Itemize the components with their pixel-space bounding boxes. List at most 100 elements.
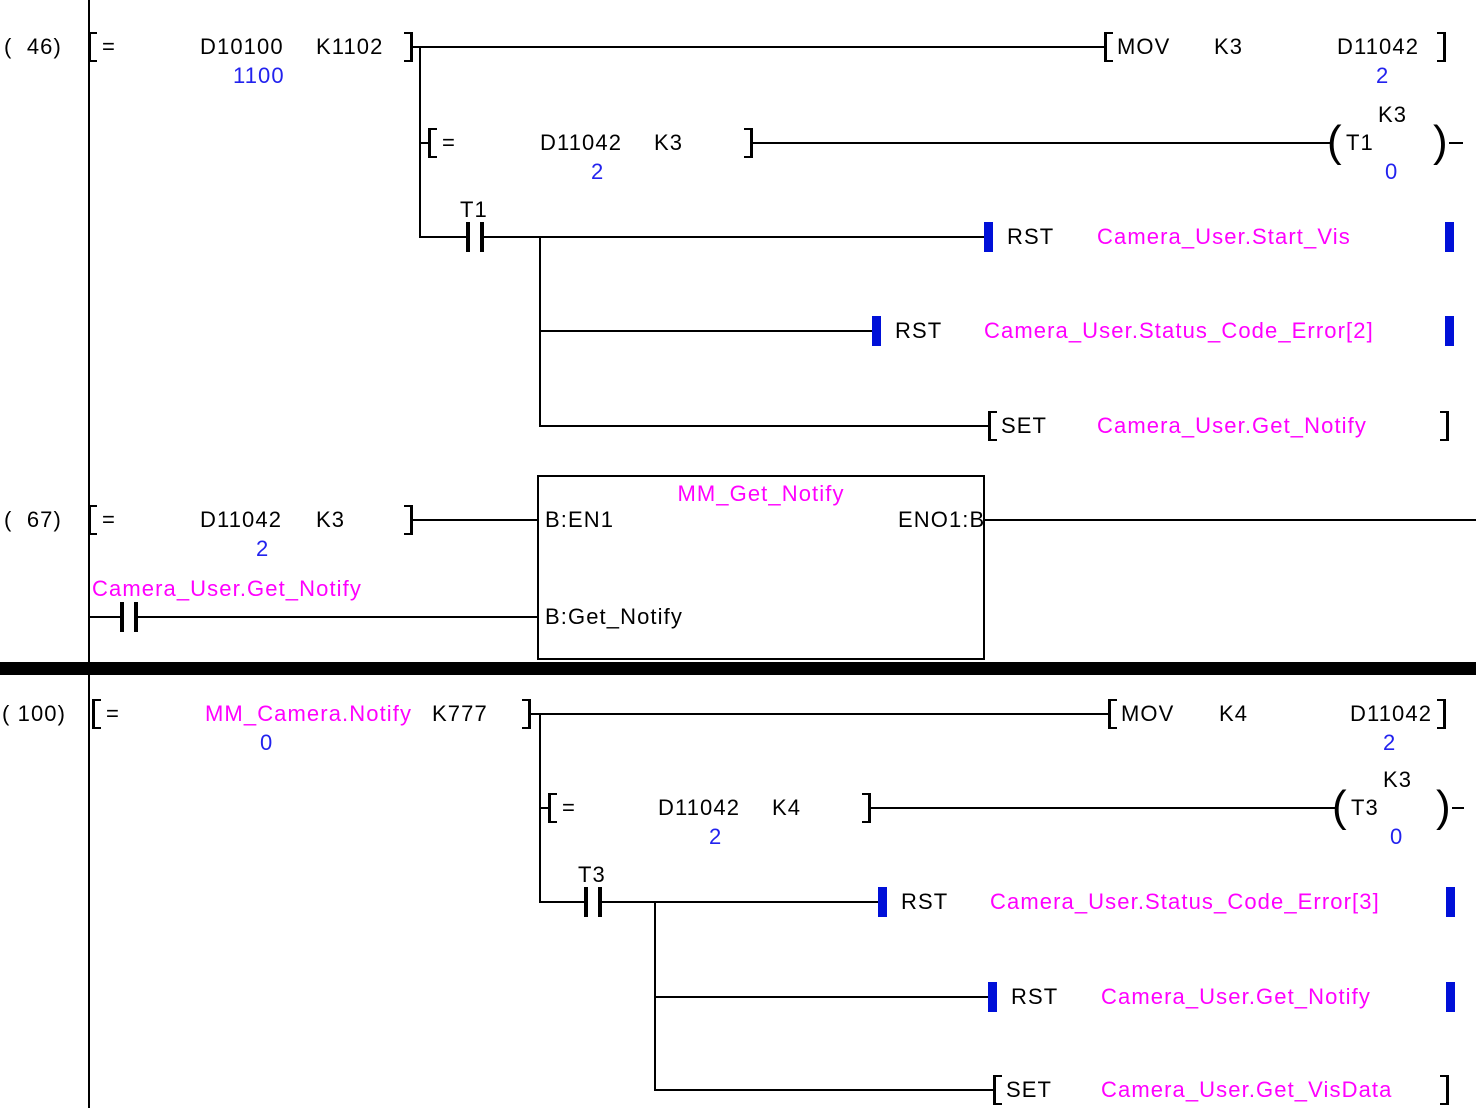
rst-bracket-left-energized[interactable] bbox=[878, 887, 887, 917]
cmp-operator[interactable]: = bbox=[102, 34, 116, 59]
set-bracket-left[interactable] bbox=[993, 1075, 1002, 1105]
wire bbox=[985, 519, 1476, 521]
coil-paren-left[interactable]: ( bbox=[1327, 117, 1342, 166]
function-block-title: MM_Get_Notify bbox=[677, 481, 845, 506]
rst-device[interactable]: Camera_User.Status_Code_Error[2] bbox=[984, 318, 1374, 343]
mov-source[interactable]: K3 bbox=[1214, 34, 1244, 59]
fb-input-en[interactable]: B:EN1 bbox=[545, 507, 615, 532]
wire bbox=[753, 142, 1333, 144]
coil-paren-left[interactable]: ( bbox=[1332, 782, 1347, 831]
no-contact-get-notify[interactable] bbox=[120, 602, 138, 632]
cmp-bracket-left[interactable] bbox=[92, 699, 101, 729]
wire bbox=[539, 425, 988, 427]
wire bbox=[413, 519, 537, 521]
wire bbox=[419, 142, 430, 144]
cmp-operand2[interactable]: K3 bbox=[316, 507, 346, 532]
wire-branch bbox=[539, 237, 541, 427]
cmp-bracket-right[interactable] bbox=[744, 128, 753, 158]
monitor-value: 0 bbox=[1385, 159, 1399, 184]
cmp-bracket-right[interactable] bbox=[862, 793, 871, 823]
mov-instruction[interactable]: MOV bbox=[1121, 701, 1175, 726]
monitor-value: 1100 bbox=[233, 63, 285, 88]
cmp-operator[interactable]: = bbox=[106, 701, 120, 726]
fb-output-eno[interactable]: ENO1:B bbox=[898, 507, 986, 532]
wire bbox=[871, 807, 1338, 809]
timer-preset: K3 bbox=[1383, 767, 1413, 792]
cmp-bracket-left[interactable] bbox=[88, 32, 97, 62]
rst-instruction[interactable]: RST bbox=[1007, 224, 1055, 249]
cmp-bracket-left[interactable] bbox=[88, 505, 97, 535]
mov-dest[interactable]: D11042 bbox=[1350, 701, 1433, 726]
timer-preset: K3 bbox=[1378, 102, 1408, 127]
mov-bracket-left[interactable] bbox=[1108, 699, 1117, 729]
cmp-operand2[interactable]: K1102 bbox=[316, 34, 384, 59]
coil-paren-right[interactable]: ) bbox=[1433, 117, 1448, 166]
rung100-step-number: ( 100) bbox=[2, 701, 67, 726]
wire bbox=[484, 236, 984, 238]
rst-device[interactable]: Camera_User.Start_Vis bbox=[1097, 224, 1351, 249]
rst-bracket-right-energized[interactable] bbox=[1446, 887, 1455, 917]
set-instruction[interactable]: SET bbox=[1001, 413, 1048, 438]
rst-instruction[interactable]: RST bbox=[1011, 984, 1059, 1009]
set-bracket-right[interactable] bbox=[1440, 411, 1449, 441]
monitor-value: 0 bbox=[1390, 824, 1404, 849]
cmp-bracket-right[interactable] bbox=[522, 699, 531, 729]
wire bbox=[539, 807, 550, 809]
rst-bracket-right-energized[interactable] bbox=[1446, 982, 1455, 1012]
mov-bracket-left[interactable] bbox=[1104, 32, 1113, 62]
rst-bracket-right-energized[interactable] bbox=[1445, 316, 1454, 346]
contact-label: T3 bbox=[578, 862, 606, 887]
section-divider-bar bbox=[0, 662, 1476, 675]
cmp-operator[interactable]: = bbox=[442, 130, 456, 155]
cmp-bracket-left[interactable] bbox=[548, 793, 557, 823]
timer-coil-name[interactable]: T3 bbox=[1351, 795, 1379, 820]
mov-source[interactable]: K4 bbox=[1219, 701, 1249, 726]
wire bbox=[138, 616, 537, 618]
monitor-value: 2 bbox=[1376, 63, 1390, 88]
wire bbox=[602, 901, 880, 903]
cmp-bracket-left[interactable] bbox=[428, 128, 437, 158]
cmp-operand1[interactable]: D11042 bbox=[658, 795, 741, 820]
wire bbox=[413, 46, 1105, 48]
timer-coil-name[interactable]: T1 bbox=[1346, 130, 1374, 155]
monitor-value: 0 bbox=[260, 730, 274, 755]
rst-instruction[interactable]: RST bbox=[901, 889, 949, 914]
rst-bracket-left-energized[interactable] bbox=[984, 222, 993, 252]
set-device[interactable]: Camera_User.Get_Notify bbox=[1097, 413, 1367, 438]
rst-instruction[interactable]: RST bbox=[895, 318, 943, 343]
power-rail-left-top bbox=[88, 0, 90, 662]
mov-dest[interactable]: D11042 bbox=[1337, 34, 1420, 59]
coil-paren-right[interactable]: ) bbox=[1436, 782, 1451, 831]
wire bbox=[539, 330, 874, 332]
cmp-operand2[interactable]: K777 bbox=[432, 701, 488, 726]
rst-bracket-left-energized[interactable] bbox=[872, 316, 881, 346]
cmp-operand1[interactable]: D10100 bbox=[200, 34, 284, 59]
cmp-bracket-right[interactable] bbox=[404, 32, 413, 62]
cmp-operator[interactable]: = bbox=[562, 795, 576, 820]
cmp-operand2[interactable]: K3 bbox=[654, 130, 684, 155]
set-bracket-right[interactable] bbox=[1440, 1075, 1449, 1105]
cmp-operand1[interactable]: D11042 bbox=[200, 507, 283, 532]
rst-device[interactable]: Camera_User.Status_Code_Error[3] bbox=[990, 889, 1380, 914]
no-contact-t1[interactable] bbox=[466, 222, 484, 252]
function-block-mm-get-notify[interactable] bbox=[537, 475, 985, 660]
set-bracket-left[interactable] bbox=[988, 411, 997, 441]
mov-instruction[interactable]: MOV bbox=[1117, 34, 1171, 59]
monitor-value: 2 bbox=[1383, 730, 1397, 755]
rst-bracket-left-energized[interactable] bbox=[988, 982, 997, 1012]
mov-bracket-right[interactable] bbox=[1437, 699, 1446, 729]
fb-input-get-notify[interactable]: B:Get_Notify bbox=[545, 604, 683, 629]
mov-bracket-right[interactable] bbox=[1437, 32, 1446, 62]
contact-label: Camera_User.Get_Notify bbox=[92, 576, 362, 601]
set-instruction[interactable]: SET bbox=[1006, 1077, 1053, 1102]
rst-bracket-right-energized[interactable] bbox=[1445, 222, 1454, 252]
no-contact-t3[interactable] bbox=[584, 887, 602, 917]
monitor-value: 2 bbox=[591, 159, 605, 184]
cmp-operand1[interactable]: MM_Camera.Notify bbox=[205, 701, 413, 726]
cmp-operator[interactable]: = bbox=[102, 507, 116, 532]
cmp-bracket-right[interactable] bbox=[404, 505, 413, 535]
rst-device[interactable]: Camera_User.Get_Notify bbox=[1101, 984, 1371, 1009]
cmp-operand1[interactable]: D11042 bbox=[540, 130, 623, 155]
set-device[interactable]: Camera_User.Get_VisData bbox=[1101, 1077, 1393, 1102]
cmp-operand2[interactable]: K4 bbox=[772, 795, 802, 820]
